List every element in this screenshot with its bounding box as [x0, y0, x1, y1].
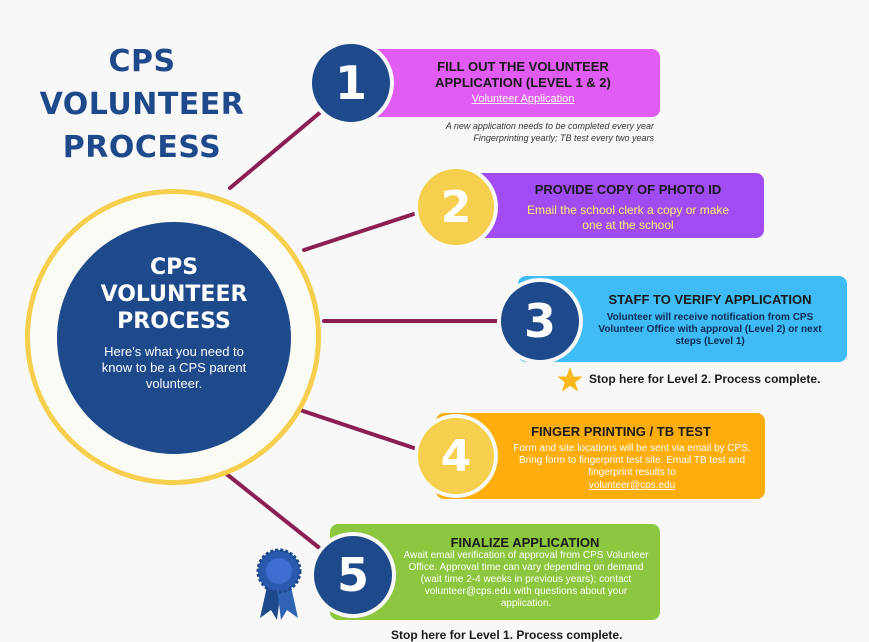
volunteer-application-link[interactable]: Volunteer Application	[471, 93, 575, 105]
hub-title-line: VOLUNTEER	[100, 282, 248, 307]
stop-level-2: Stop here for Level 2. Process complete.	[589, 372, 821, 386]
step-3-title: STAFF TO VERIFY APPLICATION	[608, 292, 812, 307]
page-title: CPS VOLUNTEER PROCESS	[22, 40, 262, 169]
hub-title-line: PROCESS	[117, 309, 231, 334]
award-ribbon-icon	[256, 548, 302, 620]
step-2-number: 2	[414, 165, 498, 249]
hub-subtitle: Here's what you need to know to be a CPS…	[101, 344, 247, 391]
step-1-note-line: A new application needs to be completed …	[445, 121, 654, 131]
step-3-number: 3	[497, 278, 583, 364]
hub-title-line: CPS	[149, 255, 199, 280]
step-2-card: PROVIDE COPY OF PHOTO ID Email the schoo…	[462, 173, 764, 238]
step-4-number: 4	[414, 414, 498, 498]
step-2-title: PROVIDE COPY OF PHOTO ID	[534, 182, 722, 197]
step-5-body: Await email verification of approval fro…	[403, 550, 649, 609]
step-3-body: Volunteer will receive notification from…	[598, 312, 822, 347]
step-1-card: FILL OUT THE VOLUNTEER APPLICATION (LEVE…	[360, 49, 660, 117]
step-4-body: Form and site locations will be sent via…	[513, 443, 751, 478]
stop-level-1: Stop here for Level 1. Process complete.	[391, 628, 623, 642]
step-5-title: FINALIZE APPLICATION	[450, 535, 600, 550]
page-title-line: CPS	[108, 44, 176, 79]
step-1-number: 1	[308, 40, 394, 126]
hub-circle: CPS VOLUNTEER PROCESS Here's what you ne…	[57, 222, 291, 454]
connector-1	[228, 98, 337, 190]
step-4-title: FINGER PRINTING / TB TEST	[531, 424, 711, 439]
volunteer-email-link[interactable]: volunteer@cps.edu	[588, 480, 676, 491]
step-2-body: Email the school clerk a copy or make on…	[526, 203, 730, 232]
connector-2	[302, 210, 422, 252]
star-icon	[557, 367, 583, 392]
step-1-note-line: Fingerprinting yearly; TB test every two…	[473, 133, 654, 143]
step-5-number: 5	[310, 532, 396, 618]
page-title-line: PROCESS	[62, 130, 222, 165]
step-1-note: A new application needs to be completed …	[400, 120, 654, 144]
connector-5	[222, 470, 324, 552]
step-1-title: FILL OUT THE VOLUNTEER APPLICATION (LEVE…	[435, 59, 611, 90]
page-title-line: VOLUNTEER	[39, 87, 245, 122]
hub-title: CPS VOLUNTEER PROCESS	[57, 254, 291, 335]
connector-4	[298, 408, 422, 452]
